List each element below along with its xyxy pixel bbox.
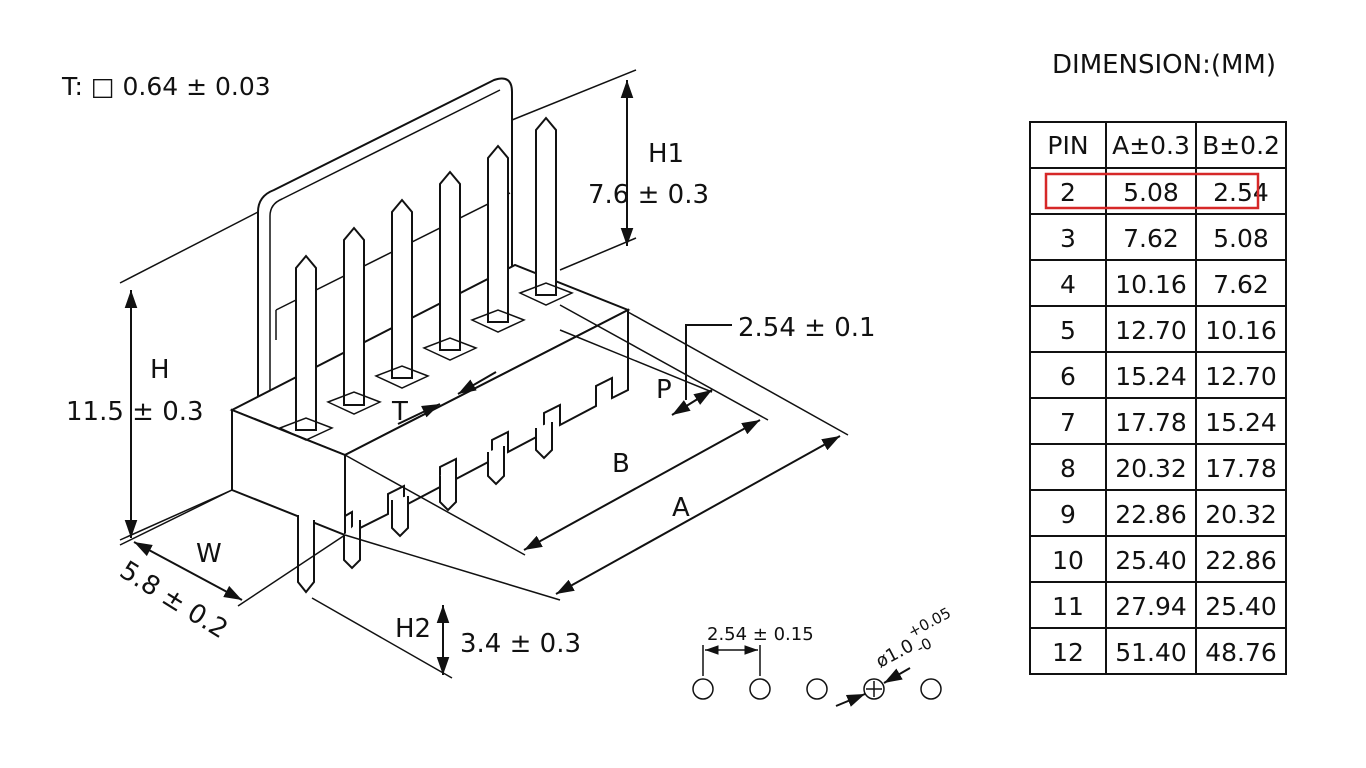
hole-tol-minus: -0 — [913, 634, 935, 657]
table-cell: 20.32 — [1115, 454, 1187, 483]
pin — [518, 116, 574, 306]
value-h: 11.5 ± 0.3 — [66, 397, 204, 427]
table-cell: 6 — [1060, 362, 1076, 391]
table-row: 11 27.94 25.40 — [1052, 592, 1277, 621]
table-cell: 7 — [1060, 408, 1076, 437]
table-cell: 17.78 — [1205, 454, 1277, 483]
pcb-pitch-label: 2.54 ± 0.15 — [707, 624, 814, 645]
pcb-hole — [920, 678, 942, 700]
back-wall — [257, 77, 513, 406]
pin — [470, 144, 526, 333]
pcb-hole — [806, 678, 828, 700]
table-cell: 25.40 — [1115, 546, 1187, 575]
hole-tol-plus: +0.05 — [905, 604, 954, 641]
table-cell: 12.70 — [1115, 316, 1187, 345]
table-cell: 51.40 — [1115, 638, 1187, 667]
table-cell: 25.40 — [1205, 592, 1277, 621]
table-cell: 12.70 — [1205, 362, 1277, 391]
table-cell: 15.24 — [1205, 408, 1277, 437]
table-row: 7 17.78 15.24 — [1060, 408, 1277, 437]
pcb-hole — [749, 678, 771, 700]
label-t: T — [391, 397, 408, 427]
table-cell: 4 — [1060, 270, 1076, 299]
table-cell: 12 — [1052, 638, 1084, 667]
table-cell: 10.16 — [1115, 270, 1187, 299]
table-row: 4 10.16 7.62 — [1060, 270, 1269, 299]
table-row: 3 7.62 5.08 — [1060, 224, 1269, 253]
pins — [278, 116, 574, 441]
row-highlight-box — [1044, 172, 1260, 210]
table-cell: 2 — [1060, 178, 1076, 207]
table-cell: 22.86 — [1115, 500, 1187, 529]
label-h: H — [150, 355, 170, 385]
dimension-lines — [119, 69, 849, 679]
table-row: 10 25.40 22.86 — [1052, 546, 1277, 575]
table-cell: 7.62 — [1213, 270, 1269, 299]
table-cell: 10.16 — [1205, 316, 1277, 345]
table-row: 5 12.70 10.16 — [1060, 316, 1277, 345]
label-h1: H1 — [648, 139, 684, 169]
table-header: B±0.2 — [1202, 131, 1280, 160]
pcb-hole-layout — [692, 645, 942, 707]
table-cell: 10 — [1052, 546, 1084, 575]
table-cell: 22.86 — [1205, 546, 1277, 575]
table-row: 6 15.24 12.70 — [1060, 362, 1277, 391]
table-cell: 2.54 — [1213, 178, 1269, 207]
table-row: 8 20.32 17.78 — [1060, 454, 1277, 483]
table-cell: 9 — [1060, 500, 1076, 529]
table-title: DIMENSION:(MM) — [1052, 50, 1276, 80]
label-p: P — [656, 375, 672, 405]
hole-diameter-label: ø1.0 — [872, 635, 917, 672]
connector-isometric — [229, 77, 631, 594]
table-cell: 27.94 — [1115, 592, 1187, 621]
table-cell: 3 — [1060, 224, 1076, 253]
table-row: 12 51.40 48.76 — [1052, 638, 1277, 667]
table-header: A±0.3 — [1112, 131, 1190, 160]
pcb-hole — [863, 678, 885, 700]
table-cell: 5.08 — [1123, 178, 1179, 207]
label-b: B — [612, 449, 630, 479]
pin — [422, 170, 478, 361]
table-row: 2 5.08 2.54 — [1060, 178, 1269, 207]
label-w: W — [196, 539, 222, 569]
table-cell: 5.08 — [1213, 224, 1269, 253]
table-cell: 7.62 — [1123, 224, 1179, 253]
label-a: A — [672, 493, 690, 523]
table-header: PIN — [1047, 131, 1088, 160]
label-h2: H2 — [395, 614, 431, 644]
value-h2: 3.4 ± 0.3 — [460, 629, 581, 659]
pin — [326, 226, 382, 415]
dimension-table: PIN A±0.3 B±0.2 2 5.08 2.54 3 7.62 5.08 4 10.16 7.6… — [1029, 121, 1287, 675]
table-cell: 17.78 — [1115, 408, 1187, 437]
thickness-note: T: □ 0.64 ± 0.03 — [61, 72, 271, 101]
pin — [374, 198, 430, 389]
value-h1: 7.6 ± 0.3 — [588, 180, 709, 210]
table-cell: 5 — [1060, 316, 1076, 345]
value-p: 2.54 ± 0.1 — [738, 313, 876, 343]
table-row: 9 22.86 20.32 — [1060, 500, 1277, 529]
table-cell: 20.32 — [1205, 500, 1277, 529]
table-cell: 48.76 — [1205, 638, 1277, 667]
housing-side — [344, 308, 629, 534]
pcb-hole — [692, 678, 714, 700]
table-cell: 11 — [1052, 592, 1084, 621]
table-cell: 8 — [1060, 454, 1076, 483]
pin — [278, 254, 334, 441]
table-cell: 15.24 — [1115, 362, 1187, 391]
